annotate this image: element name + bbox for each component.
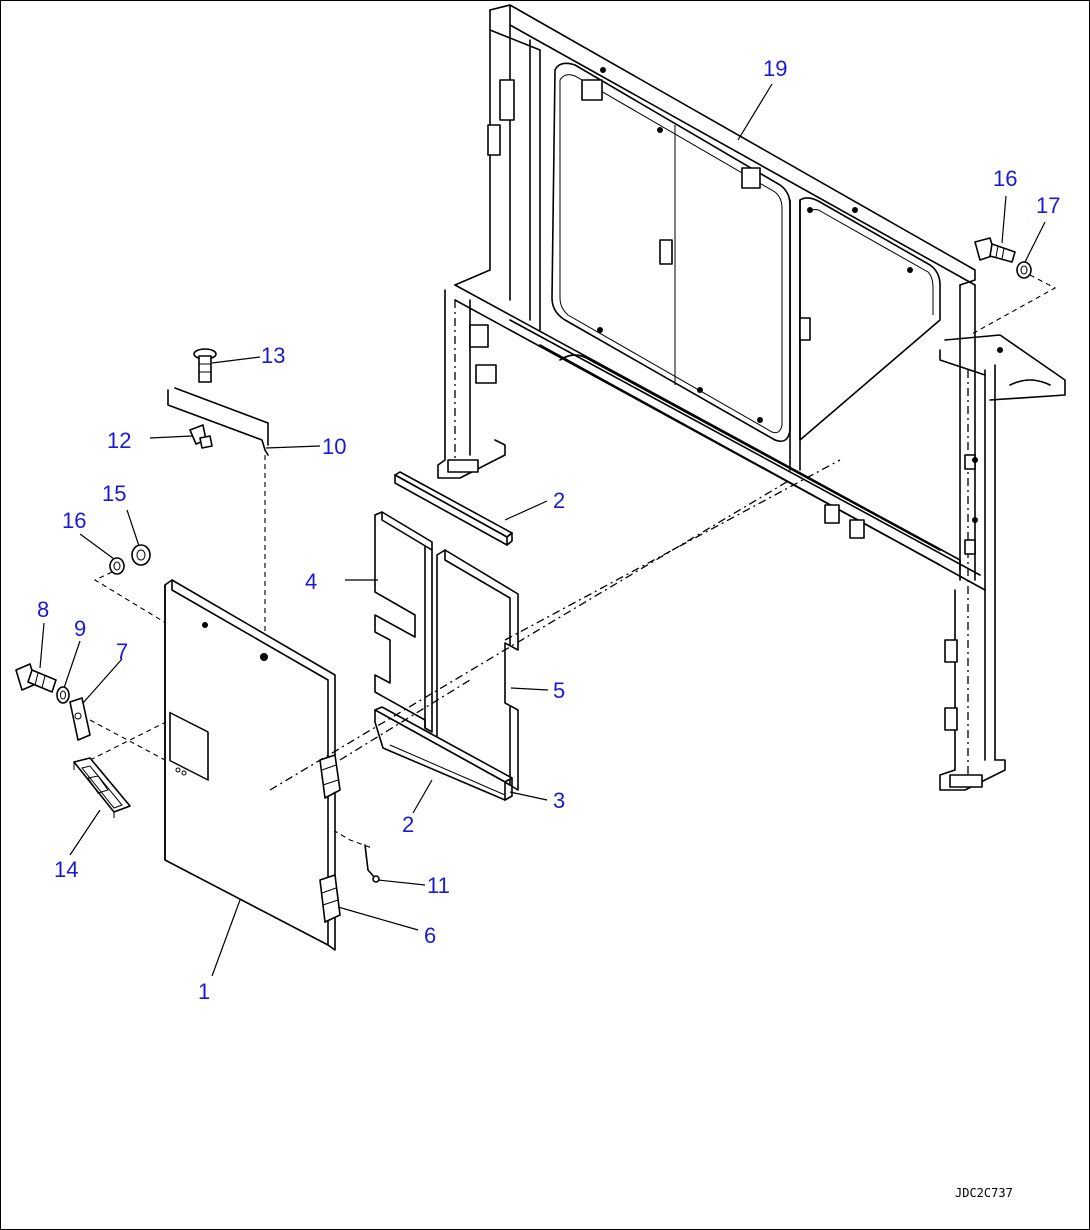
callout-12: 12 (107, 428, 131, 453)
part-9-washer (56, 686, 70, 704)
part-13-bolt (193, 348, 217, 383)
part-11-pin (364, 844, 380, 883)
callout-2-top: 2 (553, 488, 565, 513)
part-7-bracket (69, 697, 91, 741)
callout-15: 15 (102, 481, 126, 506)
callout-5: 5 (553, 678, 565, 703)
callout-10: 10 (322, 434, 346, 459)
callout-6: 6 (424, 923, 436, 948)
install-line-door (269, 479, 791, 791)
callout-16: 16 (62, 508, 86, 533)
part-4-plate (374, 511, 433, 733)
install-line-17 (969, 274, 1057, 336)
callout-14: 14 (54, 857, 78, 882)
callout-18: 17 (1036, 193, 1060, 218)
callout-8: 8 (37, 597, 49, 622)
part-8-bolt (15, 663, 57, 693)
part-18-washer (1016, 261, 1032, 279)
callout-2-bottom: 2 (402, 812, 414, 837)
part-19-frame (437, 4, 1066, 791)
part-17-bolt (974, 237, 1016, 263)
part-2-seal-bottom (374, 706, 513, 801)
part-12-clip (189, 424, 213, 449)
callout-11: 11 (427, 873, 450, 898)
install-line-hinge (339, 679, 471, 761)
part-1-door (164, 579, 336, 951)
callout-3: 3 (553, 788, 565, 813)
callout-4: 4 (305, 569, 317, 594)
part-15-nut (131, 544, 151, 566)
part-16-washer (109, 557, 125, 575)
drawing-code: JDC2C737 (955, 1186, 1013, 1200)
part-6-hinge (319, 754, 341, 923)
callout-7: 7 (116, 639, 128, 664)
callout-17: 16 (993, 166, 1017, 191)
callout-1: 1 (198, 979, 210, 1004)
part-14-handle (73, 757, 131, 818)
leader-lines (39, 83, 1046, 977)
callouts: 19 16 17 13 12 10 15 16 8 9 7 2 4 5 3 2 … (37, 56, 1060, 1004)
part-2-seal-top (394, 471, 513, 546)
callout-9: 9 (74, 616, 86, 641)
callout-13: 13 (261, 343, 285, 368)
part-10-rod (167, 387, 373, 849)
callout-19: 19 (763, 56, 787, 81)
